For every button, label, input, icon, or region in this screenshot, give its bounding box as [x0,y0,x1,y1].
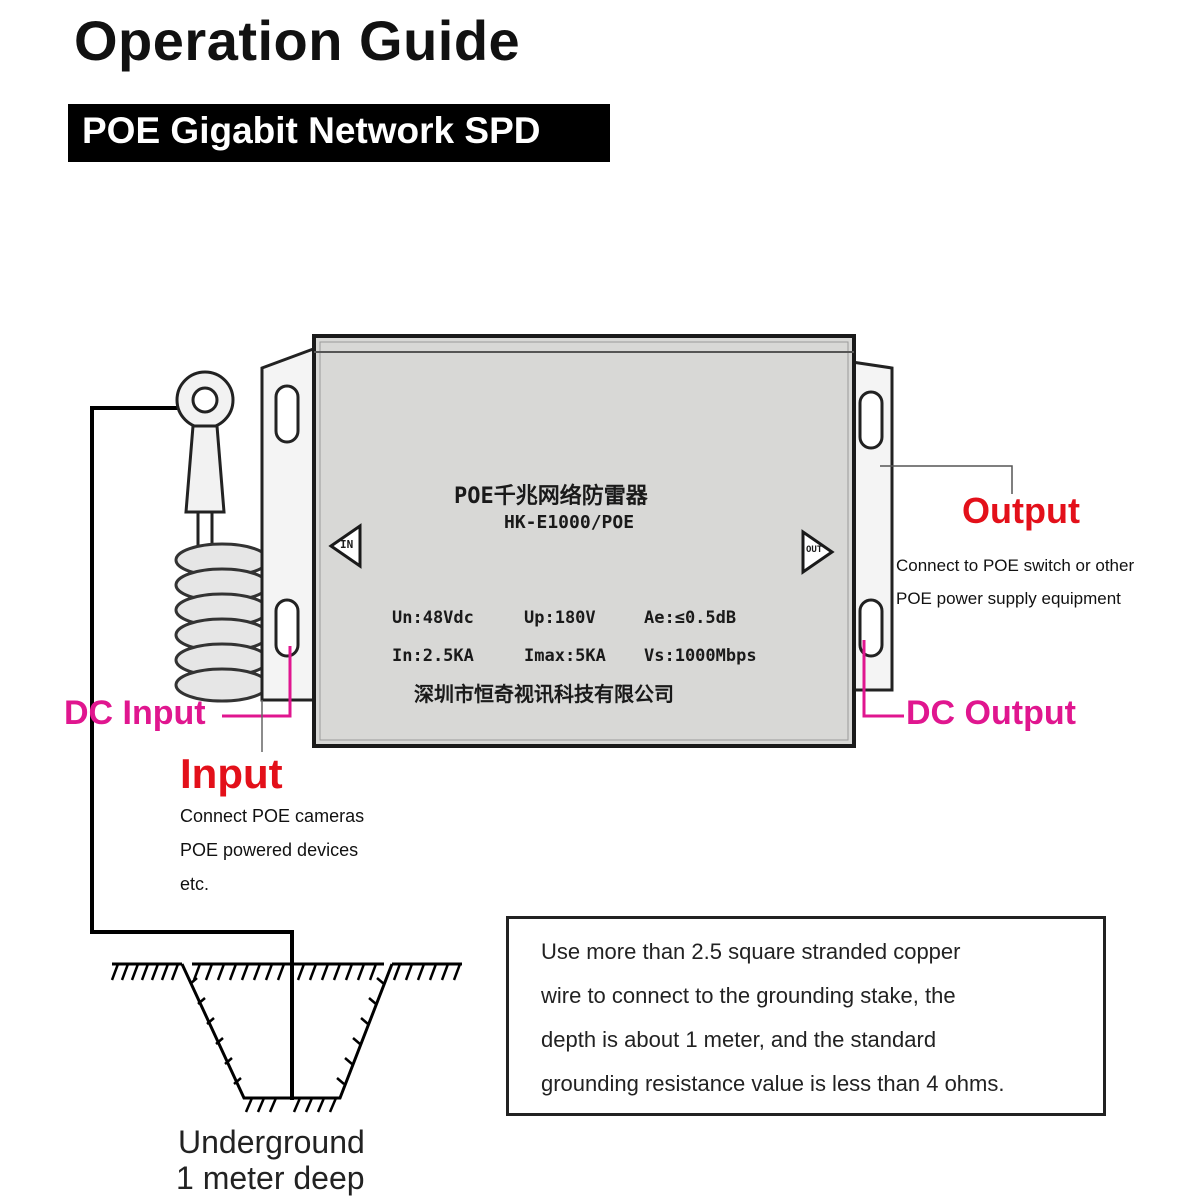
device-maker: 深圳市恒奇视讯科技有限公司 [414,682,674,706]
output-desc-line-2: POE power supply equipment [896,589,1121,608]
input-desc-line-3: etc. [180,874,210,894]
ground-coil-icon [174,542,270,703]
output-title: Output [962,490,1080,531]
device-body [312,334,856,748]
spec-in: In:2.5KA [392,646,474,666]
spec-up: Up:180V [524,608,596,628]
label-connectors [222,465,1013,752]
input-desc-line-1: Connect POE cameras [180,806,365,826]
right-mounting-ear [850,360,894,692]
spec-imax: Imax:5KA [524,646,606,666]
ground-trench [110,962,462,1113]
in-label: IN [340,538,354,551]
note-line-3: depth is about 1 meter, and the standard [541,1027,937,1052]
note-line-1: Use more than 2.5 square stranded copper [541,939,961,964]
spec-un: Un:48Vdc [392,608,474,628]
underground-label-line-1: Underground [178,1124,365,1160]
out-arrow-icon [801,529,835,575]
note-line-4: grounding resistance value is less than … [541,1071,1005,1096]
out-label: OUT [806,545,823,555]
output-desc-line-1: Connect to POE switch or other [896,556,1135,575]
dc-input-label: DC Input [64,694,206,732]
note-line-2: wire to connect to the grounding stake, … [541,983,956,1008]
input-desc-line-2: POE powered devices [180,840,359,860]
ground-wire [90,406,294,1100]
page-title: Operation Guide [74,9,521,72]
dc-output-label: DC Output [906,694,1076,732]
spec-ae: Ae:≤0.5dB [644,608,737,628]
in-arrow-icon [328,523,362,569]
subtitle-banner [68,104,610,162]
page-subtitle: POE Gigabit Network SPD [82,110,541,151]
input-title: Input [180,750,283,797]
ground-terminal-icon [175,370,235,555]
device-name: POE千兆网络防雷器 [454,484,648,509]
spec-vs: Vs:1000Mbps [644,646,757,666]
underground-label-line-2: 1 meter deep [176,1160,365,1196]
grounding-note-box: Use more than 2.5 square stranded copper… [506,916,1106,1116]
device-model: HK-E1000/POE [504,512,635,533]
